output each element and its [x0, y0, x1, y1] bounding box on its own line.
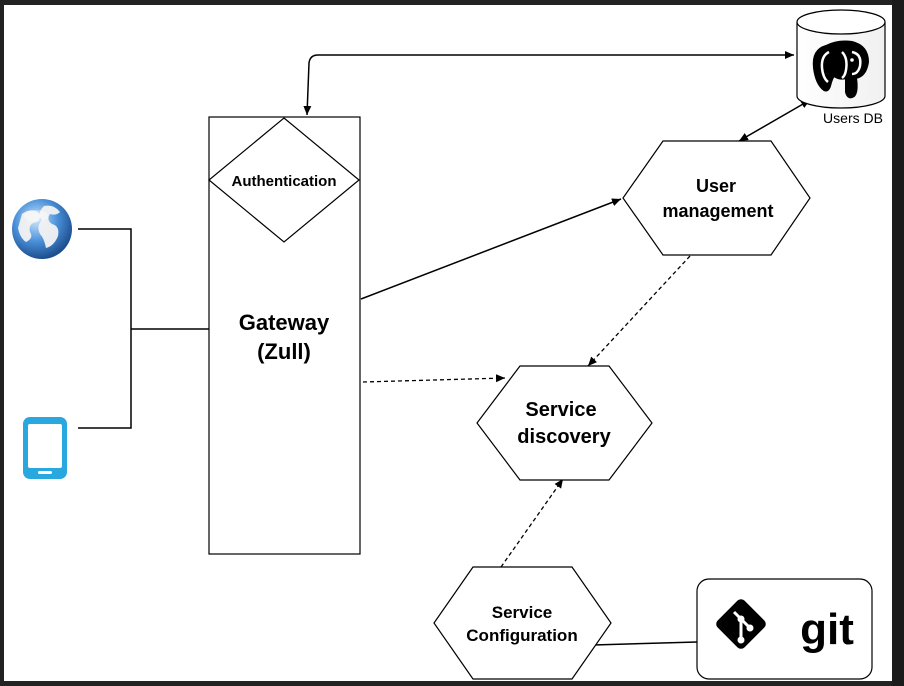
authentication-diamond	[208, 117, 360, 243]
usermanagement-to-discovery-dashed-arrow	[587, 255, 691, 367]
user-management-label-line1: User	[696, 176, 736, 196]
gateway-label-line1: Gateway	[239, 310, 330, 335]
user-management-label-line2: management	[662, 201, 773, 221]
gateway-usersdb-connector	[303, 51, 794, 116]
service-discovery-label-line1: Service	[525, 399, 596, 421]
window-edge	[892, 0, 904, 686]
gateway-to-usermanagement-arrow	[360, 198, 622, 300]
architecture-diagram: Authentication Gateway (Zull) User manag…	[12, 9, 886, 680]
users-db-label: Users DB	[823, 110, 883, 126]
diagram-canvas: Authentication Gateway (Zull) User manag…	[4, 5, 892, 681]
authentication-label: Authentication	[232, 173, 337, 190]
configuration-to-discovery-dashed-arrow	[500, 478, 564, 568]
user-management-hexagon	[622, 140, 811, 256]
gateway-to-discovery-dashed-arrow	[362, 374, 506, 383]
service-configuration-hexagon	[433, 566, 612, 680]
configuration-to-git-connector	[592, 641, 698, 646]
mobile-phone-icon	[23, 417, 67, 479]
service-discovery-label-line2: discovery	[517, 426, 611, 448]
client-connector-web	[78, 228, 132, 429]
usermanagement-usersdb-arrow	[738, 99, 811, 142]
service-configuration-label-line1: Service	[492, 603, 553, 622]
globe-icon	[12, 199, 72, 259]
service-discovery-hexagon	[476, 365, 653, 481]
postgresql-elephant-icon	[812, 40, 870, 99]
gateway-label-line2: (Zull)	[257, 339, 311, 364]
git-diamond-icon	[716, 599, 766, 649]
git-label: git	[800, 605, 854, 654]
service-configuration-label-line2: Configuration	[466, 626, 577, 645]
